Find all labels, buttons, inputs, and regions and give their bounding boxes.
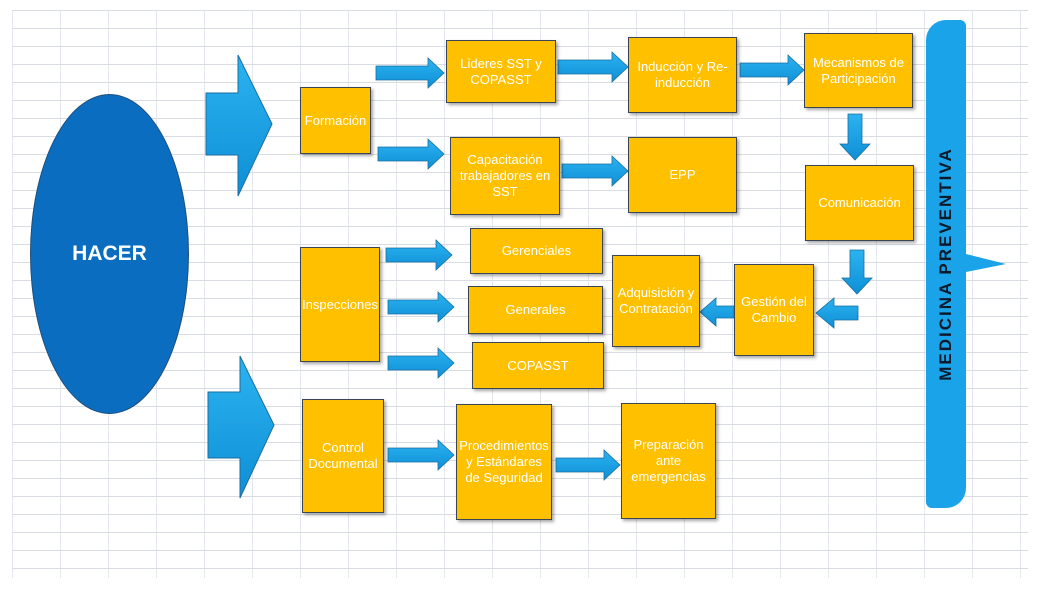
arrow-gestion-adquisicion [699, 297, 735, 327]
node-comunicacion-label: Comunicación [818, 195, 901, 210]
node-mecanismos: Mecanismos de Participación [804, 33, 913, 108]
arrow-capacitacion-epp [561, 155, 629, 187]
node-induccion-label: Inducción y Re-inducción [637, 59, 728, 90]
node-preparacion-label: Preparación ante emergencias [631, 437, 706, 484]
node-adquisicion-label: Adquisición y Contratación [617, 285, 695, 316]
arrow-to-gestion [815, 297, 859, 329]
node-control: Control Documental [302, 399, 384, 513]
node-induccion: Inducción y Re-inducción [628, 37, 737, 113]
node-epp: EPP [628, 137, 737, 213]
node-epp-label: EPP [669, 167, 696, 182]
arrow-formacion-capacitacion [377, 138, 445, 170]
node-capacitacion: Capacitación trabajadores en SST [450, 137, 560, 215]
arrow-control-procedimientos [387, 439, 455, 471]
arrow-inspecciones-generales [387, 291, 455, 323]
node-lideres-label: Lideres SST y COPASST [460, 55, 542, 87]
arrow-inspecciones-gerenciales [385, 239, 453, 271]
node-control-label: Control Documental [308, 440, 378, 471]
node-copasst-label: COPASST [507, 357, 569, 373]
node-mecanismos-label: Mecanismos de Participación [812, 54, 905, 86]
node-copasst: COPASST [472, 342, 604, 389]
arrow-comunicacion-down [841, 249, 873, 295]
node-capacitacion-label: Capacitación trabajadores en SST [459, 152, 551, 199]
arrow-mecanismos-comunicacion [839, 113, 871, 161]
node-formacion-label: Formación [304, 112, 367, 128]
big-arrow-lower [207, 355, 275, 499]
node-gerenciales-label: Gerenciales [501, 243, 572, 258]
hacer-ellipse: HACER [30, 94, 189, 414]
node-preparacion: Preparación ante emergencias [621, 403, 716, 519]
node-generales-label: Generales [505, 302, 566, 317]
big-arrow-upper [205, 54, 273, 197]
node-formacion: Formación [300, 87, 371, 154]
node-inspecciones: Inspecciones [300, 247, 380, 362]
medicina-pointer [966, 254, 1006, 272]
node-adquisicion: Adquisición y Contratación [612, 255, 700, 347]
node-gestion-label: Gestión del Cambio [741, 294, 807, 325]
arrow-inspecciones-copasst [387, 347, 455, 379]
arrow-procedimientos-preparacion [555, 449, 621, 481]
arrow-lideres-induccion [557, 51, 629, 83]
node-gerenciales: Gerenciales [470, 228, 603, 274]
node-lideres: Lideres SST y COPASST [446, 40, 556, 103]
node-comunicacion: Comunicación [805, 165, 914, 241]
node-inspecciones-label: Inspecciones [302, 296, 378, 312]
node-procedimientos: Procedimientos y Estándares de Seguridad [456, 404, 552, 520]
node-generales: Generales [468, 286, 603, 334]
hacer-label: HACER [72, 242, 147, 265]
arrow-induccion-mecanismos [739, 54, 805, 86]
arrow-formacion-lideres [375, 57, 445, 89]
node-gestion: Gestión del Cambio [734, 264, 814, 356]
node-procedimientos-label: Procedimientos y Estándares de Seguridad [459, 438, 549, 485]
medicina-preventiva-bar [926, 20, 966, 508]
